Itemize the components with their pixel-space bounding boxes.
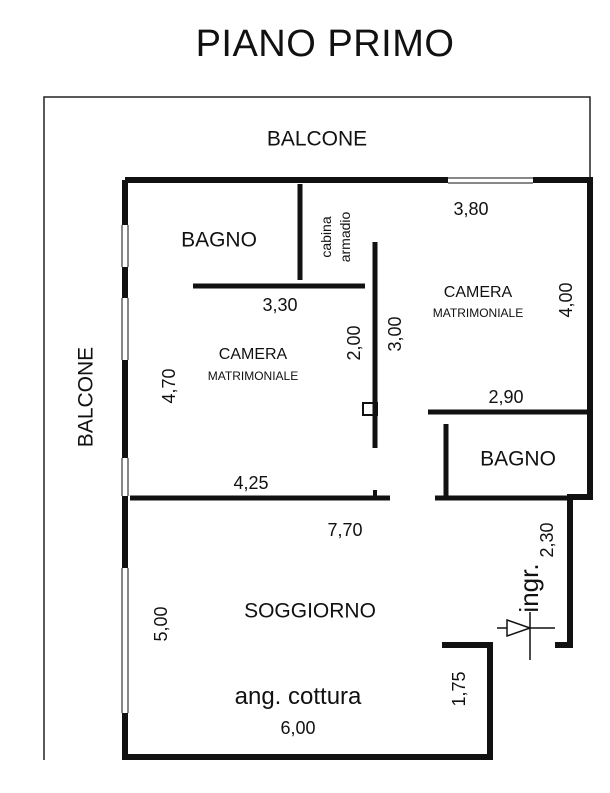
dim-2-90: 2,90 bbox=[488, 387, 524, 407]
label-camera-right: CAMERA bbox=[443, 284, 513, 301]
label-cabina: cabina bbox=[318, 216, 334, 258]
outer-wall bbox=[122, 180, 493, 760]
label-cottura: ang. cottura bbox=[234, 683, 362, 710]
window-left-3 bbox=[120, 458, 131, 496]
dim-6-00: 6,00 bbox=[280, 718, 316, 738]
balcony-outline bbox=[43, 96, 591, 760]
label-balcone-top: BALCONE bbox=[266, 127, 368, 151]
dim-4-25: 4,25 bbox=[233, 473, 269, 493]
label-matrimoniale-left: MATRIMONIALE bbox=[207, 369, 299, 383]
dim-2-00: 2,00 bbox=[344, 325, 364, 361]
dim-7-70: 7,70 bbox=[327, 520, 363, 540]
dim-4-00: 4,00 bbox=[556, 282, 576, 318]
dim-3-30: 3,30 bbox=[262, 295, 298, 315]
label-ingresso: ingr. bbox=[514, 563, 544, 613]
label-matrimoniale-right: MATRIMONIALE bbox=[432, 306, 524, 320]
window-left-4 bbox=[120, 568, 131, 713]
window-left-1 bbox=[120, 225, 131, 267]
label-bagno-1: BAGNO bbox=[181, 228, 257, 252]
wall-pillar bbox=[362, 402, 378, 416]
label-balcone-left: BALCONE bbox=[74, 346, 98, 448]
label-soggiorno: SOGGIORNO bbox=[244, 599, 376, 623]
dim-1-75: 1,75 bbox=[449, 671, 469, 707]
dim-3-80: 3,80 bbox=[453, 199, 489, 219]
label-camera-left: CAMERA bbox=[218, 346, 288, 363]
dim-5-00: 5,00 bbox=[151, 606, 171, 642]
label-armadio: armadio bbox=[337, 211, 353, 263]
label-bagno-2: BAGNO bbox=[480, 447, 556, 471]
window-left-2 bbox=[120, 298, 131, 360]
window-top bbox=[448, 175, 533, 186]
dim-3-00: 3,00 bbox=[385, 316, 405, 352]
dim-4-70: 4,70 bbox=[159, 368, 179, 404]
dim-2-30: 2,30 bbox=[537, 522, 557, 558]
plan-title: PIANO PRIMO bbox=[195, 23, 455, 65]
entrance-arrow-icon bbox=[497, 612, 555, 660]
